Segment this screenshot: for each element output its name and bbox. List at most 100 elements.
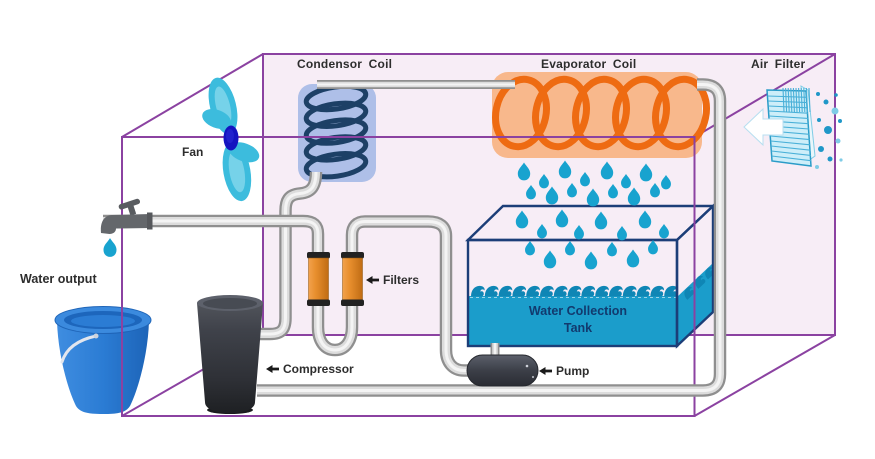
bucket-handle-pin xyxy=(93,333,99,339)
water-drop xyxy=(525,241,535,256)
air-filter-fin-line xyxy=(782,87,785,113)
water-drop xyxy=(594,211,608,230)
air-particles xyxy=(815,92,843,169)
air-filter-pleat-line xyxy=(770,140,811,146)
compressor-top-inner xyxy=(203,298,257,309)
air-particle-dot xyxy=(831,107,839,115)
wave-icon xyxy=(650,285,665,297)
air-particle-dot xyxy=(835,138,841,144)
filter-band xyxy=(341,252,364,259)
fan-blade xyxy=(228,142,260,163)
fan-hub-highlight xyxy=(226,129,234,143)
tank-label-line2: Tank xyxy=(563,321,593,335)
bucket-handle xyxy=(60,334,98,364)
water-drop xyxy=(659,224,669,239)
condenser-coil xyxy=(298,83,376,182)
evaporator-coil-loop xyxy=(612,75,670,151)
air-filter-fin-line xyxy=(805,87,808,113)
air-filter xyxy=(743,85,843,169)
condenser-coil-loop xyxy=(303,100,369,129)
water-drop xyxy=(586,188,600,207)
inline-filters xyxy=(307,252,364,306)
wave-icon xyxy=(595,285,609,297)
compressor xyxy=(197,295,263,414)
water-drop xyxy=(567,183,577,198)
tank-water-front xyxy=(469,296,676,345)
pump-highlight-dot xyxy=(531,375,535,379)
filters-label: Filters xyxy=(383,273,420,287)
air-particle-dot xyxy=(824,126,832,134)
air-filter-pleat-line xyxy=(768,105,808,109)
air-filter-fin-line xyxy=(800,87,803,113)
left-arrow-icon xyxy=(366,276,379,284)
evaporator-coil-loops xyxy=(492,75,710,151)
water-drop xyxy=(574,225,584,240)
wave-icon xyxy=(609,285,623,297)
filter-band xyxy=(307,252,330,259)
water-drop xyxy=(580,172,590,187)
fan-blade-highlight xyxy=(228,150,246,193)
evaporator-coil-loop xyxy=(492,75,550,151)
air-filter-fin-line xyxy=(785,87,788,113)
enclosure-edge-bottom-right xyxy=(694,334,836,417)
faucet-body xyxy=(100,214,151,234)
air-particle-dot xyxy=(816,92,820,96)
air-filter-pleat-line xyxy=(770,135,810,141)
water-drops xyxy=(103,160,671,270)
evaporator-coil-loop xyxy=(652,75,710,151)
water-drop xyxy=(600,161,614,180)
air-filter-pleat-line xyxy=(770,145,811,151)
water-drop xyxy=(517,162,531,181)
wave-icon xyxy=(498,285,513,297)
fan-label: Fan xyxy=(182,145,204,159)
condenser-label: Condensor Coil xyxy=(297,57,393,71)
water-drop xyxy=(617,226,627,241)
filter-cartridge xyxy=(308,257,329,301)
wave-icon xyxy=(526,285,540,297)
wave-icon xyxy=(664,285,678,297)
left-arrow-icon xyxy=(266,365,279,373)
air-filter-fin-line xyxy=(803,87,806,113)
bucket-interior xyxy=(71,315,135,327)
condenser-coil-loop xyxy=(303,151,369,180)
water-drop xyxy=(565,241,575,256)
water-drop xyxy=(639,163,653,182)
water-output-label: Water output xyxy=(20,272,97,286)
enclosure-front-outline xyxy=(121,136,696,417)
wave-icon xyxy=(581,285,596,297)
wave-icon xyxy=(471,285,485,297)
evaporator-label: Evaporator Coil xyxy=(541,57,637,71)
condenser-coil-loop xyxy=(303,117,369,146)
air-particle-dot xyxy=(834,93,838,97)
wave-icon xyxy=(567,285,582,297)
pump-callout: Pump xyxy=(539,364,589,378)
water-drop xyxy=(543,250,557,269)
water-drop xyxy=(661,175,671,190)
machines-layer xyxy=(100,198,539,414)
air-filter-label: Air Filter xyxy=(751,57,806,71)
water-drop xyxy=(608,184,618,199)
air-particle-dot xyxy=(823,99,829,105)
bucket xyxy=(54,306,152,414)
enclosure-edge-top-left xyxy=(121,53,264,138)
air-filter-pleat-line xyxy=(771,150,811,156)
left-arrow-icon xyxy=(539,367,552,375)
air-filter-fins xyxy=(782,87,811,113)
wave-icon xyxy=(684,286,695,300)
water-collection-tank xyxy=(465,203,717,349)
fan xyxy=(202,77,260,202)
air-particle-dot xyxy=(839,158,843,162)
air-filter-pleat-line xyxy=(768,100,808,104)
evaporator-coil-loop xyxy=(572,75,630,151)
wave-icon xyxy=(553,285,568,297)
filter-band xyxy=(307,299,330,306)
water-drop xyxy=(515,210,529,229)
air-particle-dot xyxy=(827,156,833,162)
water-drop xyxy=(537,224,547,239)
evaporator-coil-loop xyxy=(532,75,590,151)
air-filter-fin-line xyxy=(795,87,798,113)
water-drop xyxy=(555,209,569,228)
wave-icon xyxy=(484,285,499,297)
